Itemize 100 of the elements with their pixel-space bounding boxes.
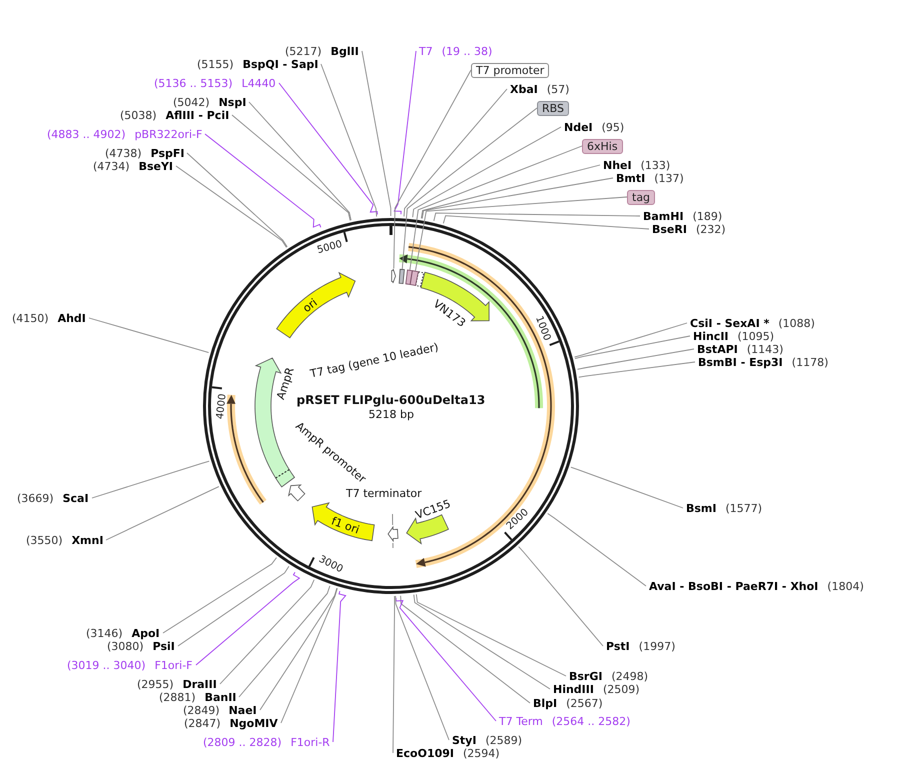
leader-line [396, 597, 496, 722]
cut-site-position: (2589) [485, 734, 522, 746]
feature-arrow-icon [391, 268, 396, 284]
leader-line [393, 70, 472, 269]
leader-line [409, 146, 582, 270]
cut-site-position: (2567) [566, 696, 603, 710]
leader-line [178, 566, 290, 646]
scale-label: 3000 [316, 554, 344, 576]
leader-line [88, 318, 210, 354]
leader-line [176, 166, 287, 248]
leader-line [416, 594, 566, 676]
cut-site-position: (1143) [746, 342, 784, 356]
cut-site-position: (2881) [159, 690, 196, 704]
enzyme-name: ApoI [132, 626, 160, 640]
leader-line [574, 322, 688, 358]
enzyme-name: NgoMIV [230, 716, 278, 730]
leader-line [518, 546, 604, 646]
leader-line [280, 588, 338, 724]
feature-name: AmpR [274, 365, 296, 401]
leader-line [362, 50, 392, 216]
primer-name: L4440 [242, 76, 276, 90]
feature-name: ori [300, 296, 320, 314]
leader-line [422, 178, 614, 220]
primer-binding-range: (4883 .. 4902) [47, 128, 126, 140]
enzyme-name: BglII [330, 44, 359, 58]
enzyme-name: DraIII [182, 678, 217, 690]
leader-line [415, 196, 628, 272]
leader-line [238, 585, 330, 698]
cut-site-position: (2509) [602, 682, 640, 696]
primer-name: pBR322ori-F [134, 128, 202, 140]
primer-name: T7 [419, 44, 433, 58]
enzyme-name: BamHI [643, 210, 684, 222]
enzyme-name: BstAPI [697, 342, 738, 356]
leader-line [278, 82, 378, 215]
cut-site-position: (95) [602, 120, 624, 134]
primer-binding-range: (2564 .. 2582) [552, 714, 630, 728]
leader-line [392, 596, 395, 754]
cut-site-position: (2847) [184, 716, 221, 730]
cut-site-position: (3550) [26, 534, 63, 546]
cut-site-position: (5042) [173, 96, 210, 108]
primer-name: T7 Term [499, 714, 543, 728]
leader-line [412, 126, 562, 218]
cut-site-position: (1804) [827, 580, 864, 592]
enzyme-name: CsiI - SexAI * [690, 316, 770, 330]
enzyme-name: HincII [693, 330, 729, 342]
feature-name: T7 tag (gene 10 leader) [308, 340, 440, 380]
leader-line [433, 212, 640, 222]
enzyme-name: AvaI - BsoBI - PaeR7I - XhoI [649, 580, 818, 592]
cut-site-position: (5038) [120, 108, 157, 122]
enzyme-name: BsmBI - Esp3I [698, 356, 783, 368]
enzyme-name: BspQI - SapI [242, 58, 318, 70]
cut-site-position: (5155) [197, 58, 234, 70]
primer-binding-range: (2809 .. 2828) [203, 736, 282, 748]
enzyme-name: XbaI [510, 82, 538, 96]
feature-block-icon [405, 270, 413, 285]
scale-label: 4000 [214, 392, 228, 420]
leader-line [232, 114, 351, 221]
enzyme-name: BlpI [533, 696, 558, 710]
leader-line [570, 466, 684, 508]
leader-line [196, 572, 300, 666]
leader-line [420, 164, 600, 219]
enzyme-name: StyI [452, 734, 476, 746]
leader-line [394, 50, 416, 215]
enzyme-name: ScaI [62, 492, 89, 504]
cut-site-position: (2849) [183, 704, 220, 716]
enzyme-name: AhdI [58, 312, 86, 324]
leader-line [574, 336, 690, 360]
cut-site-position: (3146) [86, 626, 123, 640]
cut-site-position: (2594) [463, 746, 500, 760]
scale-label: 5000 [316, 238, 344, 256]
enzyme-name: PspFI [150, 146, 184, 160]
enzyme-name: XmnI [72, 534, 104, 546]
cut-site-position: (3080) [107, 640, 144, 652]
feature-tag: 6xHis [582, 138, 623, 154]
cut-site-position: (3669) [17, 492, 54, 504]
cut-site-position: (1088) [778, 316, 815, 330]
primer-binding-range: (5136 .. 5153) [154, 76, 233, 90]
enzyme-name: NheI [603, 158, 632, 172]
primer-binding-range: (3019 .. 3040) [67, 658, 146, 672]
enzyme-name: BsrGI [569, 670, 602, 682]
enzyme-name: AflIII - PciI [166, 108, 230, 122]
cut-site-position: (133) [640, 158, 670, 172]
primer-binding-range: (19 .. 38) [442, 44, 492, 58]
enzyme-name: PstI [606, 640, 630, 652]
plasmid-name: pRSET FLIPglu-600uDelta13 [296, 393, 486, 407]
leader-line [576, 348, 694, 370]
primer-name: F1ori-R [290, 736, 330, 748]
feature-tag: tag [627, 190, 656, 204]
enzyme-name: PsiI [152, 640, 175, 652]
feature-tag: T7 promoter [471, 62, 550, 78]
feature-tag: RBS [537, 100, 569, 116]
enzyme-name: BsmI [686, 502, 716, 514]
leader-line [400, 595, 530, 704]
leader-line [442, 215, 650, 230]
leader-line [332, 590, 346, 742]
enzyme-name: NdeI [564, 120, 593, 134]
leader-line [413, 594, 550, 690]
leader-line [404, 88, 508, 217]
leader-line [547, 513, 646, 586]
cut-site-position: (4150) [12, 312, 49, 324]
